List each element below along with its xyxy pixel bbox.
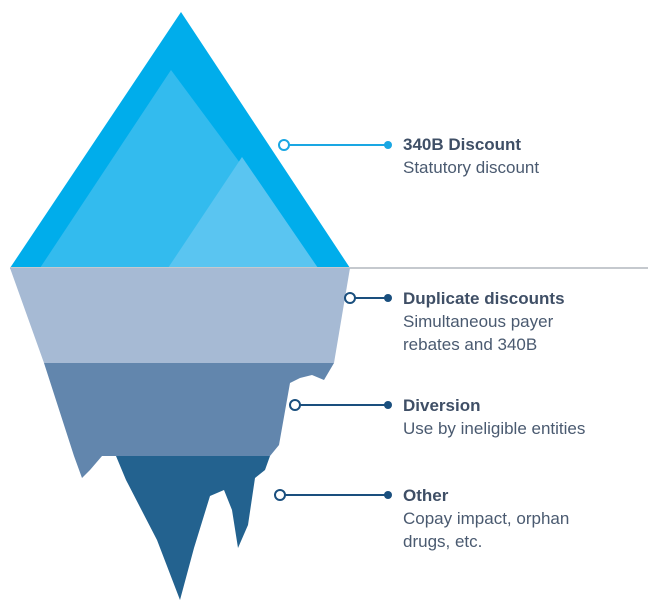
iceberg-layer-other bbox=[116, 456, 270, 600]
connector-340b bbox=[278, 139, 392, 151]
iceberg-tip-highlight bbox=[168, 157, 318, 268]
label-diversion-title: Diversion bbox=[403, 396, 481, 415]
iceberg-layer-diversion bbox=[44, 363, 334, 478]
label-diversion: Diversion Use by ineligible entities bbox=[403, 394, 648, 440]
connector-other bbox=[274, 489, 392, 501]
label-diversion-desc: Use by ineligible entities bbox=[403, 419, 586, 438]
label-other-desc-1: Copay impact, orphan bbox=[403, 509, 570, 528]
label-other-desc-2: drugs, etc. bbox=[403, 532, 483, 551]
connector-duplicate-discounts bbox=[344, 292, 392, 304]
iceberg-layer-duplicate-discounts bbox=[10, 268, 350, 363]
label-340b-discount: 340B Discount Statutory discount bbox=[403, 133, 648, 179]
label-other: Other Copay impact, orphan drugs, etc. bbox=[403, 484, 648, 553]
label-duplicate-discounts: Duplicate discounts Simultaneous payer r… bbox=[403, 287, 648, 356]
label-other-title: Other bbox=[403, 486, 449, 505]
label-duplicate-discounts-title: Duplicate discounts bbox=[403, 289, 565, 308]
label-340b-discount-title: 340B Discount bbox=[403, 135, 522, 154]
label-340b-discount-desc: Statutory discount bbox=[403, 158, 540, 177]
connector-diversion bbox=[289, 399, 392, 411]
label-duplicate-discounts-desc-2: rebates and 340B bbox=[403, 335, 538, 354]
label-duplicate-discounts-desc-1: Simultaneous payer bbox=[403, 312, 554, 331]
